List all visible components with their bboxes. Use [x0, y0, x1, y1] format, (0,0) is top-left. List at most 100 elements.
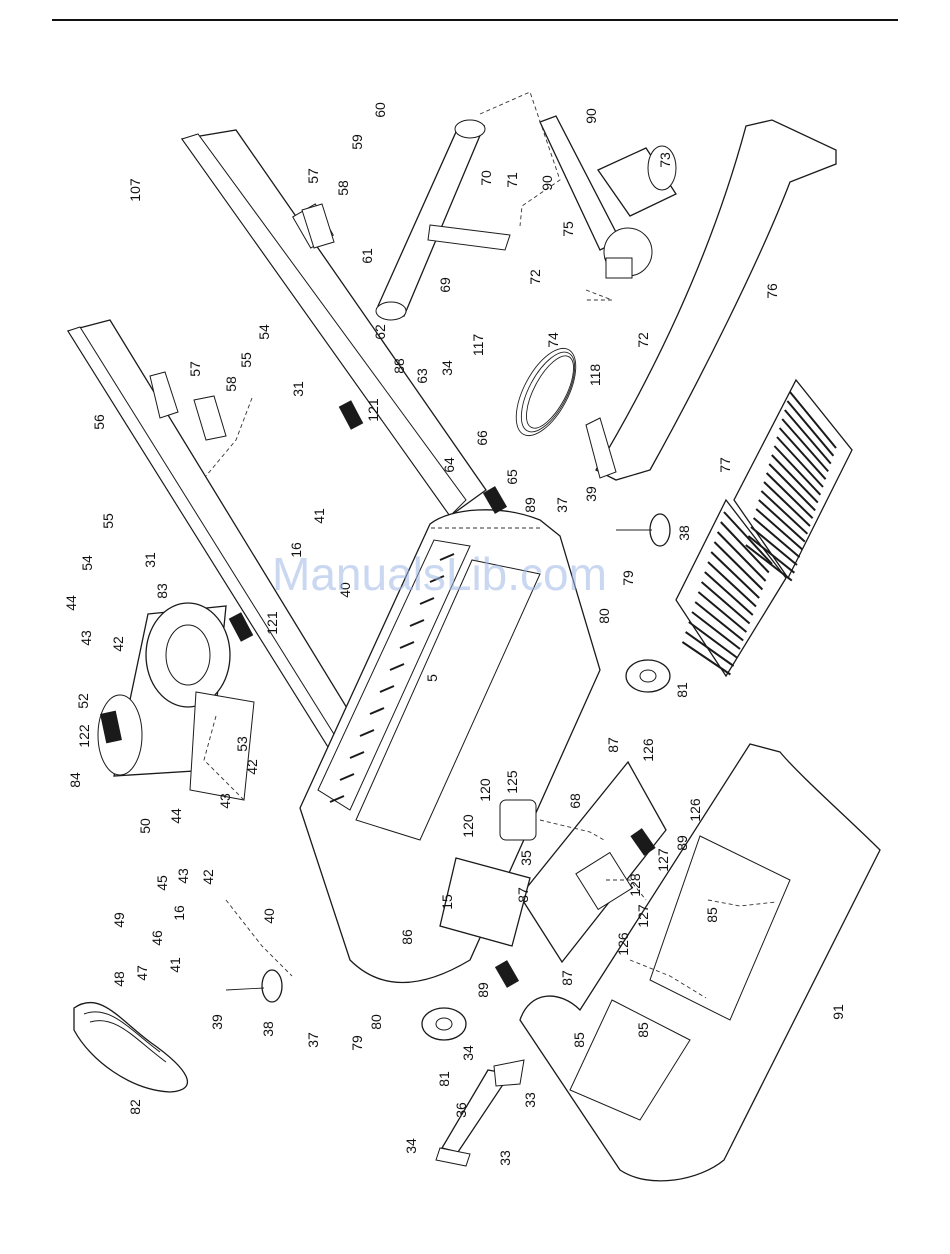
- callout-80: 80: [596, 608, 612, 624]
- callout-35: 35: [518, 850, 534, 866]
- grille-slot: [685, 631, 735, 667]
- callout-40: 40: [337, 582, 353, 598]
- callout-59: 59: [349, 134, 365, 150]
- grille-slot: [681, 641, 731, 676]
- frame-vent-slot: [419, 597, 435, 605]
- frame-vent-slot: [389, 663, 405, 671]
- callout-43: 43: [78, 630, 94, 646]
- callout-79: 79: [620, 570, 636, 586]
- callout-126: 126: [640, 738, 656, 762]
- callout-37: 37: [554, 497, 570, 513]
- grille-slot: [760, 490, 809, 535]
- callout-5: 5: [424, 674, 440, 682]
- callout-81: 81: [674, 682, 690, 698]
- callout-73: 73: [657, 152, 673, 168]
- callout-36: 36: [453, 1102, 469, 1118]
- callout-61: 61: [359, 248, 375, 264]
- frame-vent-slot: [349, 751, 365, 759]
- callout-91: 91: [830, 1004, 846, 1020]
- grille-slot: [755, 508, 803, 551]
- callout-42: 42: [244, 759, 260, 775]
- callout-125: 125: [504, 770, 520, 794]
- callout-57: 57: [187, 361, 203, 377]
- grille-slot: [704, 571, 754, 616]
- callout-58: 58: [223, 376, 239, 392]
- callout-55: 55: [238, 352, 254, 368]
- callout-120: 120: [477, 778, 493, 802]
- callout-76: 76: [764, 283, 780, 299]
- callout-53: 53: [234, 736, 250, 752]
- callout-31: 31: [142, 552, 158, 568]
- callout-75: 75: [560, 221, 576, 237]
- callout-54: 54: [79, 555, 95, 571]
- callout-15: 15: [439, 894, 455, 910]
- callout-50: 50: [137, 818, 153, 834]
- callout-87: 87: [515, 887, 531, 903]
- callout-34: 34: [460, 1045, 476, 1061]
- grille-slot: [771, 454, 819, 504]
- grille-slot: [768, 463, 816, 512]
- callout-46: 46: [149, 930, 165, 946]
- grille-slot: [758, 499, 806, 543]
- callout-48: 48: [111, 971, 127, 987]
- callout-90: 90: [539, 175, 555, 191]
- callout-71: 71: [504, 172, 520, 188]
- frame-vent-slot: [379, 685, 395, 693]
- grille-slot: [773, 445, 822, 496]
- callout-89: 89: [522, 497, 538, 513]
- rail-brackets: [193, 203, 335, 441]
- callout-38: 38: [260, 1021, 276, 1037]
- callout-33: 33: [497, 1150, 513, 1166]
- filter-choke: [439, 799, 537, 947]
- callout-80: 80: [368, 1014, 384, 1030]
- callout-66: 66: [474, 430, 490, 446]
- grille-slot: [778, 427, 827, 480]
- callout-34: 34: [439, 360, 455, 376]
- callout-43: 43: [217, 793, 233, 809]
- frame-vent-slot: [369, 707, 385, 715]
- grille-covers: [675, 378, 853, 678]
- callout-117: 117: [470, 334, 486, 357]
- callout-65: 65: [504, 469, 520, 485]
- main-frame: [299, 509, 601, 984]
- callout-127: 127: [655, 848, 671, 872]
- rear-wheels: [421, 659, 671, 1041]
- callout-56: 56: [91, 414, 107, 430]
- grille-slot: [789, 391, 837, 449]
- grille-slot: [697, 591, 748, 633]
- watermark: ManualsLib.com: [272, 548, 607, 600]
- callout-49: 49: [111, 912, 127, 928]
- callout-86: 86: [399, 929, 415, 945]
- callout-126: 126: [615, 932, 631, 956]
- callout-31: 31: [290, 381, 306, 397]
- callout-16: 16: [171, 905, 187, 921]
- callout-118: 118: [587, 364, 603, 387]
- callout-68: 68: [567, 793, 583, 809]
- callout-62: 62: [372, 324, 388, 340]
- assembly-guides: [203, 91, 777, 999]
- callout-33: 33: [522, 1092, 538, 1108]
- front-roller-bracket: [435, 1059, 525, 1167]
- callout-54: 54: [256, 324, 272, 340]
- motor-hood: [585, 119, 837, 481]
- grille-slot: [710, 551, 760, 599]
- frame-vent-slot: [429, 575, 445, 583]
- callout-72: 72: [635, 332, 651, 348]
- grille-slot: [763, 481, 811, 527]
- drive-motor: [97, 602, 255, 801]
- grille-slot: [720, 521, 770, 574]
- frame-vent-slot: [359, 729, 375, 737]
- callout-120: 120: [460, 814, 476, 838]
- callout-44: 44: [63, 595, 79, 611]
- callout-81: 81: [436, 1071, 452, 1087]
- callout-41: 41: [167, 957, 183, 973]
- callout-42: 42: [200, 869, 216, 885]
- callout-87: 87: [605, 737, 621, 753]
- callout-107: 107: [127, 178, 143, 202]
- callout-128: 128: [627, 873, 643, 897]
- frame-vent-slot: [399, 641, 415, 649]
- callout-40: 40: [261, 908, 277, 924]
- front-shroud: [519, 743, 881, 1182]
- grille-slot: [781, 418, 829, 473]
